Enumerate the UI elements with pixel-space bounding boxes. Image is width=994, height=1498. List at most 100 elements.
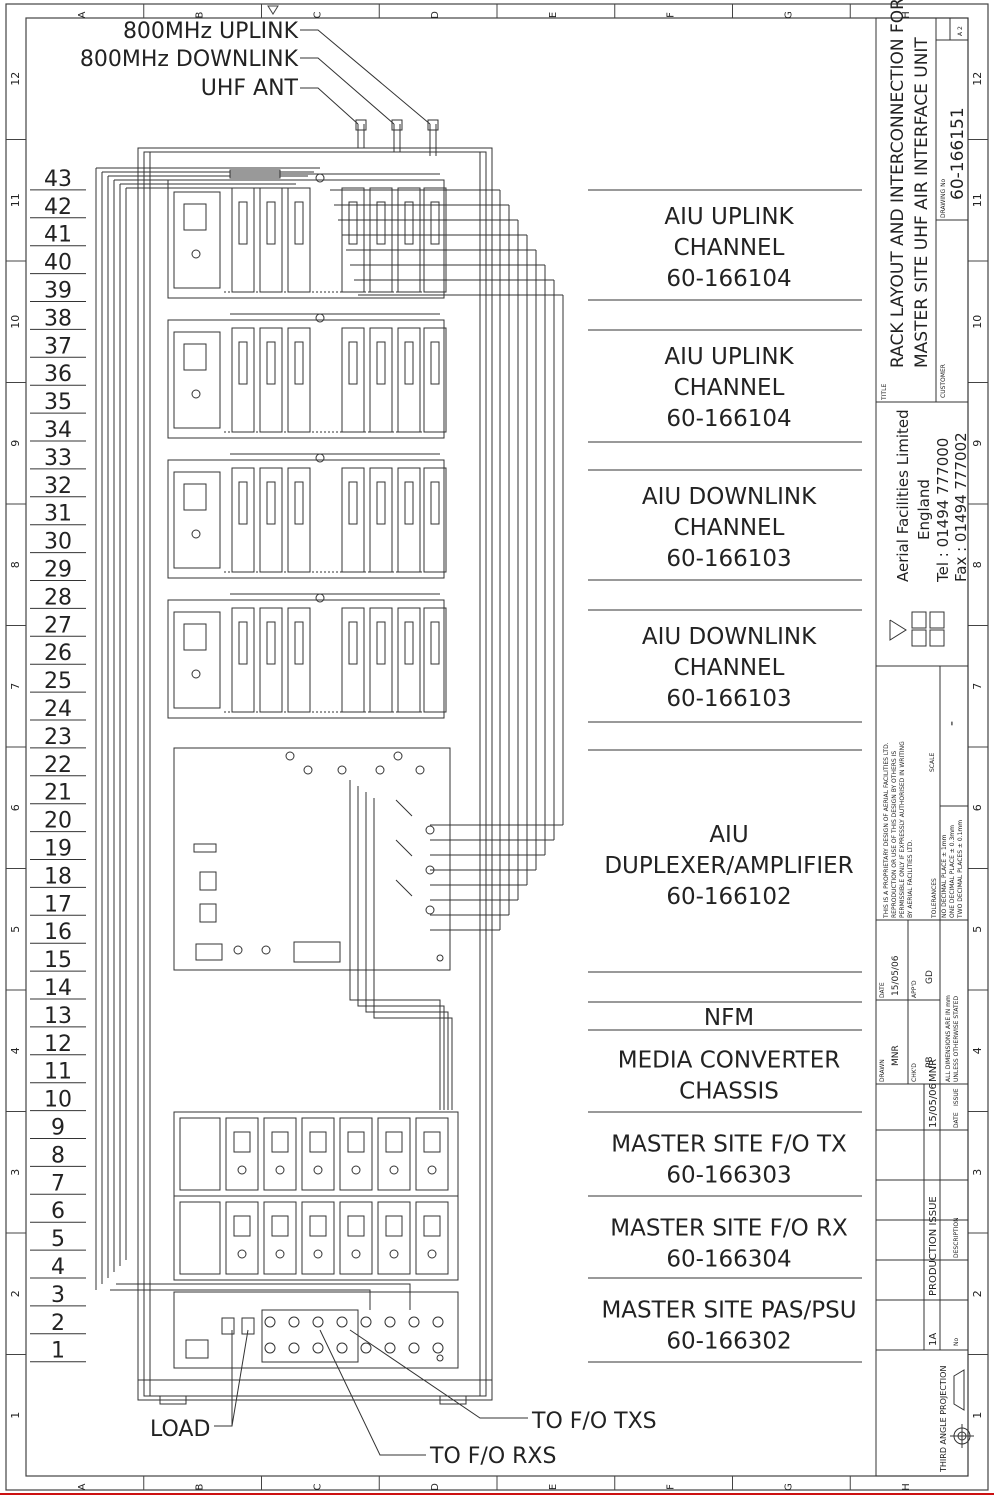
module-connector	[404, 341, 414, 385]
aiu-module	[287, 327, 311, 433]
mains-socket	[183, 623, 207, 651]
equipment-label-line: MASTER SITE F/O TX	[611, 1132, 847, 1158]
load-label: LOAD	[150, 1417, 210, 1442]
rack-unit-number: 5	[51, 1227, 65, 1252]
coax-port	[288, 1316, 300, 1328]
coax-port	[264, 1342, 276, 1354]
bottom-labels: LOAD TO F/O TXS TO F/O RXS	[150, 1329, 657, 1469]
equipment-label-line: 60-166302	[666, 1329, 791, 1355]
equipment-label-line: MASTER SITE F/O RX	[610, 1216, 848, 1242]
grid-letter-bottom: D	[430, 1483, 441, 1491]
fo-card	[339, 1117, 373, 1191]
fo-led	[389, 1165, 399, 1175]
rack-unit-number: 22	[44, 753, 72, 778]
power-socket	[199, 903, 217, 923]
rack-unit-number: 24	[44, 697, 72, 722]
fo-led	[427, 1249, 437, 1259]
fo-card	[377, 1117, 411, 1191]
aiu-module	[423, 327, 447, 433]
load-terminator	[241, 1317, 255, 1335]
cable	[357, 786, 445, 1110]
psu-module	[173, 471, 221, 569]
chkd-label: CHK'D	[911, 1063, 918, 1082]
fuse-holder	[191, 669, 201, 679]
rack-unit-number: 8	[51, 1143, 65, 1168]
grid-number-right: 12	[971, 72, 984, 86]
module-connector	[430, 341, 440, 385]
module-connector	[348, 481, 358, 525]
grid-number-left: 11	[9, 193, 22, 207]
coax-port	[408, 1342, 420, 1354]
fo-shelf	[173, 1195, 459, 1281]
scale-value: -	[944, 721, 960, 726]
equipment-label-line: NFM	[704, 1005, 754, 1031]
rack-unit-number: 11	[44, 1060, 72, 1085]
equipment-label-line: MASTER SITE PAS/PSU	[601, 1298, 856, 1324]
rf-connector	[285, 751, 295, 761]
appd-label: APP'D	[911, 980, 918, 998]
rf-connector	[425, 825, 435, 835]
shelf-outline	[167, 179, 445, 299]
grid-number-left: 4	[9, 1047, 22, 1054]
duplexer-outline	[173, 747, 451, 971]
grid-number-left: 9	[9, 440, 22, 447]
mains-inlet	[185, 1339, 209, 1359]
grid-letter-top: B	[195, 11, 206, 18]
equipment-label-line: 60-166103	[666, 546, 791, 572]
fo-port	[423, 1131, 441, 1153]
appd-value: GD	[925, 970, 935, 984]
fo-led	[313, 1165, 323, 1175]
grid-number-left: 2	[9, 1290, 22, 1297]
equipment-label-line: CHANNEL	[674, 655, 785, 681]
module-connector	[404, 621, 414, 665]
grid-number-left: 8	[9, 561, 22, 568]
rf-lead	[395, 799, 413, 817]
grid-letter-top: F	[666, 12, 677, 18]
fo-port	[271, 1131, 289, 1153]
to-fo-txs-label: TO F/O TXS	[531, 1409, 657, 1434]
module-connector	[348, 621, 358, 665]
module-connector	[266, 621, 276, 665]
coax-port	[360, 1316, 372, 1328]
equipment-label-line: 60-166104	[666, 266, 791, 292]
issue-description: PRODUCTION ISSUE	[928, 1196, 939, 1296]
coax-port	[384, 1316, 396, 1328]
equipment-label-line: 60-166102	[666, 884, 791, 910]
grid-letter-top: E	[548, 12, 559, 18]
earth-stud	[436, 1354, 444, 1362]
grid-number-right: 10	[971, 315, 984, 329]
proprietary-line4: BY AERIAL FACILITIES LTD.	[907, 840, 914, 918]
module-connector	[376, 621, 386, 665]
grid-number-left: 10	[9, 315, 22, 329]
issue-col-description: DESCRIPTION	[953, 1217, 960, 1258]
mains-socket	[183, 203, 207, 231]
coax-port	[432, 1342, 444, 1354]
proprietary-line1: THIS IS A PROPRIETARY DESIGN OF AERIAL F…	[883, 742, 890, 919]
customer-label: CUSTOMER	[940, 364, 947, 398]
aiu-module	[423, 187, 447, 293]
coax-port	[264, 1316, 276, 1328]
module-connector	[430, 621, 440, 665]
date-value: 15/05/06	[891, 955, 901, 996]
rack-unit-number: 33	[44, 446, 72, 471]
issue-col-issue: ISSUE	[953, 1088, 960, 1106]
rack-unit-number: 40	[44, 251, 72, 276]
aiu-module	[369, 327, 393, 433]
equipment-label-line: 60-166303	[666, 1163, 791, 1189]
equipment-label-line: 60-166103	[666, 686, 791, 712]
grid-number-left: 1	[9, 1412, 22, 1419]
aiu-shelf	[167, 313, 447, 439]
fuse-holder	[191, 389, 201, 399]
aiu-module	[369, 607, 393, 713]
rack-unit-number: 30	[44, 530, 72, 555]
equipment-label-line: 60-166304	[666, 1247, 791, 1273]
module-connector	[266, 341, 276, 385]
grid-letter-bottom: C	[312, 1483, 323, 1490]
fo-psu-module	[179, 1201, 221, 1275]
aiu-module	[287, 467, 311, 573]
centre-mark	[267, 5, 279, 15]
antenna-connector	[391, 119, 403, 131]
equipment-label-line: CHANNEL	[674, 235, 785, 261]
